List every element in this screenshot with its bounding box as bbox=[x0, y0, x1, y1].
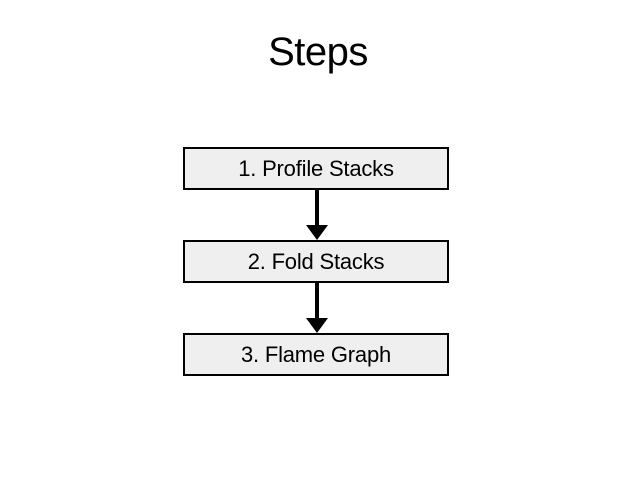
step-box-profile-stacks: 1. Profile Stacks bbox=[183, 147, 449, 190]
arrow-head bbox=[306, 318, 328, 333]
step-label-flame-graph: 3. Flame Graph bbox=[240, 341, 392, 367]
step-box-fold-stacks: 2. Fold Stacks bbox=[183, 240, 449, 283]
slide-title: Steps bbox=[268, 30, 368, 74]
arrow-shaft bbox=[315, 188, 319, 226]
step-label-profile-stacks: 1. Profile Stacks bbox=[238, 155, 394, 181]
arrow-shaft bbox=[315, 281, 319, 319]
step-label-fold-stacks: 2. Fold Stacks bbox=[247, 248, 385, 274]
arrow-head bbox=[306, 225, 328, 240]
step-box-flame-graph: 3. Flame Graph bbox=[183, 333, 449, 376]
